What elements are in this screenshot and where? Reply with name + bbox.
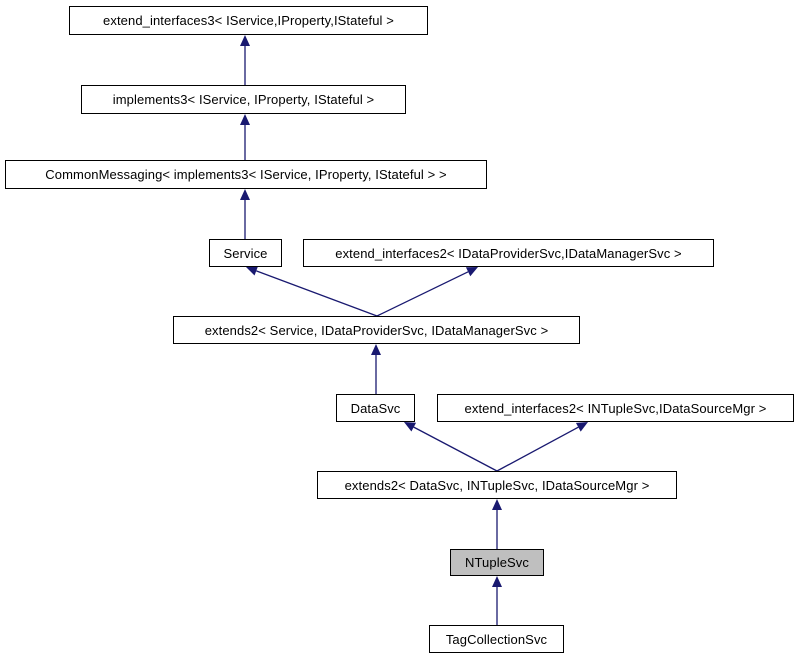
class-node-label: extends2< Service, IDataProviderSvc, IDa… [204,322,549,338]
class-node-label: extends2< DataSvc, INTupleSvc, IDataSour… [344,477,650,493]
class-node-label: extend_interfaces3< IService,IProperty,I… [103,13,394,28]
class-node-implements3[interactable]: implements3< IService, IProperty, IState… [81,85,406,114]
class-node-extend_interfaces2_ntuple[interactable]: extend_interfaces2< INTupleSvc,IDataSour… [437,394,794,422]
class-node-TagCollectionSvc[interactable]: TagCollectionSvc [429,625,564,653]
class-node-label: DataSvc [350,400,401,416]
inheritance-arrowhead [575,422,588,432]
class-node-Service[interactable]: Service [209,239,282,267]
inheritance-arrowhead [492,576,502,587]
class-node-label: CommonMessaging< implements3< IService, … [45,167,447,182]
inheritance-arrowhead [240,114,250,125]
inheritance-arrowhead [404,422,417,432]
inheritance-edge [376,271,469,317]
inheritance-edge [256,270,378,317]
class-node-extends2_datasvc[interactable]: extends2< DataSvc, INTupleSvc, IDataSour… [317,471,677,499]
class-node-label: NTupleSvc [465,555,529,570]
class-node-label: implements3< IService, IProperty, IState… [112,92,375,107]
class-node-label: extend_interfaces2< IDataProviderSvc,IDa… [335,245,682,261]
class-node-extend_interfaces3[interactable]: extend_interfaces3< IService,IProperty,I… [69,6,428,35]
class-node-label: Service [223,245,268,261]
inheritance-arrowhead [240,189,250,200]
class-node-DataSvc[interactable]: DataSvc [336,394,415,422]
inheritance-edge [413,426,498,472]
class-node-label: TagCollectionSvc [445,631,548,647]
class-node-NTupleSvc[interactable]: NTupleSvc [450,549,544,576]
inheritance-edge [496,426,579,472]
class-node-label: extend_interfaces2< INTupleSvc,IDataSour… [464,400,767,416]
class-node-extend_interfaces2_data[interactable]: extend_interfaces2< IDataProviderSvc,IDa… [303,239,714,267]
inheritance-arrowhead [492,499,502,510]
inheritance-arrowhead [465,267,478,277]
inheritance-arrowhead [240,35,250,46]
inheritance-arrowhead [371,344,381,355]
class-node-CommonMessaging[interactable]: CommonMessaging< implements3< IService, … [5,160,487,189]
inheritance-arrowhead [246,266,259,276]
class-node-extends2_service[interactable]: extends2< Service, IDataProviderSvc, IDa… [173,316,580,344]
